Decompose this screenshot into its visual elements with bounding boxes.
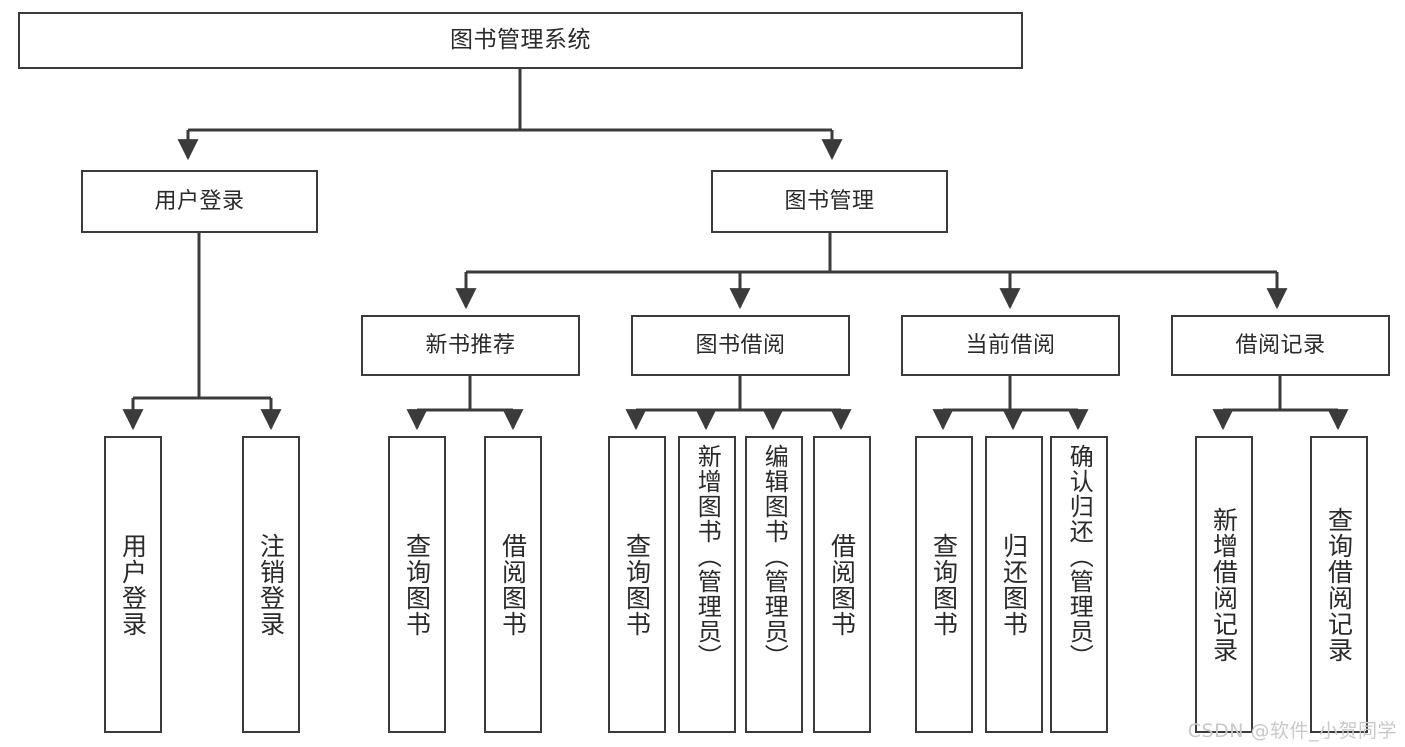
node-label: 借阅记录 — [1235, 332, 1326, 358]
node-label: 用户登录 — [154, 188, 245, 214]
node-label: 图书管理 — [784, 188, 875, 214]
watermark-text: CSDN @软件_小贺同学 — [1187, 720, 1397, 742]
node-book-borrow[interactable]: 图书借阅 — [631, 315, 850, 376]
leaf-borrow-book-recommend[interactable]: 借阅图书 — [484, 436, 542, 733]
leaf-query-borrow-record[interactable]: 查询借阅记录 — [1310, 436, 1368, 733]
node-label: 归还图书 — [999, 532, 1029, 637]
leaf-query-book-current[interactable]: 查询图书 — [915, 436, 973, 733]
node-label: 注销登录 — [256, 532, 286, 637]
leaf-user-login[interactable]: 用户登录 — [104, 436, 162, 733]
node-label: 查询图书 — [929, 532, 959, 637]
leaf-query-book-borrow[interactable]: 查询图书 — [608, 436, 666, 733]
leaf-borrow-book[interactable]: 借阅图书 — [813, 436, 871, 733]
node-label: 查询图书 — [402, 532, 432, 637]
node-book-management[interactable]: 图书管理 — [711, 170, 948, 233]
node-label: 新增借阅记录 — [1209, 506, 1239, 663]
node-borrow-record[interactable]: 借阅记录 — [1171, 315, 1390, 376]
leaf-add-book-admin[interactable]: 新增图书（管理员） — [678, 436, 736, 733]
node-label: 图书管理系统 — [450, 27, 591, 54]
node-label: 新增图书（管理员） — [693, 444, 722, 669]
node-label: 编辑图书（管理员） — [760, 444, 789, 669]
node-label: 查询借阅记录 — [1324, 506, 1354, 663]
node-label: 新书推荐 — [425, 332, 516, 358]
node-label: 确认归还（管理员） — [1065, 444, 1094, 669]
node-label: 当前借阅 — [965, 332, 1056, 358]
leaf-edit-book-admin[interactable]: 编辑图书（管理员） — [745, 436, 803, 733]
node-label: 借阅图书 — [827, 532, 857, 637]
node-current-borrow[interactable]: 当前借阅 — [901, 315, 1120, 376]
node-new-book-recommend[interactable]: 新书推荐 — [361, 315, 580, 376]
node-label: 用户登录 — [118, 532, 148, 637]
node-label: 借阅图书 — [498, 532, 528, 637]
leaf-confirm-return-admin[interactable]: 确认归还（管理员） — [1050, 436, 1108, 733]
leaf-logout[interactable]: 注销登录 — [242, 436, 300, 733]
node-root-system[interactable]: 图书管理系统 — [18, 12, 1023, 69]
node-label: 图书借阅 — [695, 332, 786, 358]
leaf-add-borrow-record[interactable]: 新增借阅记录 — [1195, 436, 1253, 733]
leaf-query-book-recommend[interactable]: 查询图书 — [388, 436, 446, 733]
node-user-login[interactable]: 用户登录 — [81, 170, 318, 233]
leaf-return-book[interactable]: 归还图书 — [985, 436, 1043, 733]
node-label: 查询图书 — [622, 532, 652, 637]
